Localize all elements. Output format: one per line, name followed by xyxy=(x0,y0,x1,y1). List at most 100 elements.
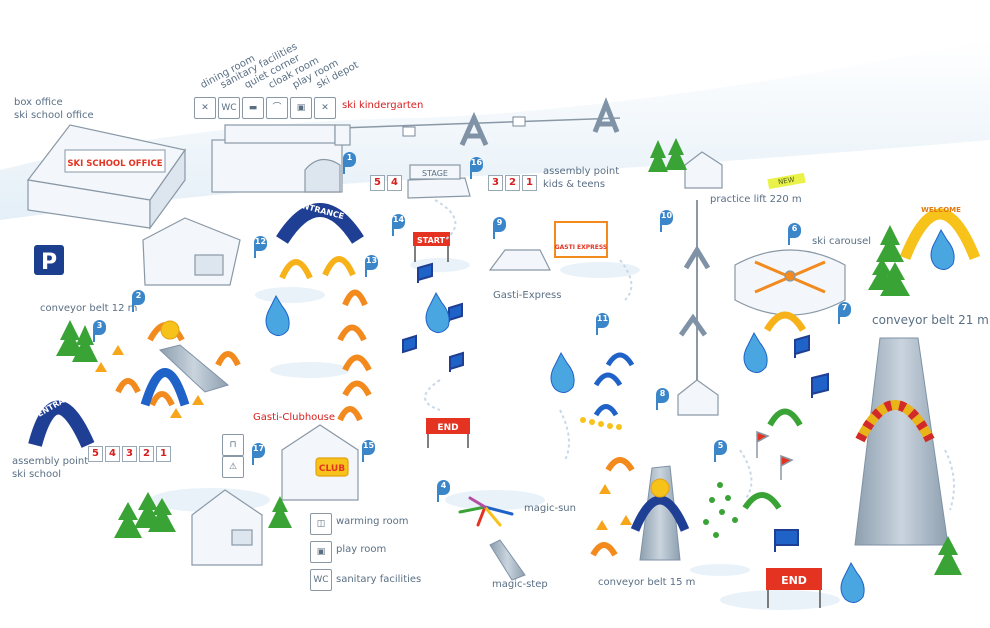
location-pin-13[interactable]: 13 xyxy=(365,255,378,277)
practice-lift-label: practice lift 220 m xyxy=(710,194,802,205)
conveyor-15-arch xyxy=(630,495,690,532)
blue-arch-left xyxy=(140,368,190,407)
location-pin-7[interactable]: 7 xyxy=(838,302,851,324)
gasti-express-wagon xyxy=(554,221,608,258)
conveyor-belt-15 xyxy=(639,465,681,561)
school-number-2: 2 xyxy=(139,446,154,462)
location-pin-3[interactable]: 3 xyxy=(93,320,106,342)
green-arches xyxy=(742,408,803,510)
mascots xyxy=(265,228,955,603)
start-banner-text: START xyxy=(417,236,446,245)
orange-arch-15-bottom xyxy=(590,542,618,557)
lift-pylon-1 xyxy=(683,245,711,270)
red-flags xyxy=(756,430,794,480)
trees xyxy=(56,138,962,575)
legend-play-room: play room xyxy=(336,544,387,555)
yellow-dots xyxy=(580,417,622,430)
conveyor-belt-21 xyxy=(854,337,949,546)
conveyor-belt-15-label: conveyor belt 15 m xyxy=(598,577,696,588)
kindergarten-building xyxy=(211,124,351,193)
kids-number-2: 2 xyxy=(505,175,520,191)
end-banner-middle-text: END xyxy=(437,423,458,433)
stage-sign: STAGE xyxy=(422,169,448,178)
assembly-school-line1: assembly point xyxy=(12,456,89,467)
legend-sanitary-facilities: sanitary facilities xyxy=(336,574,422,585)
warning-icon: ⚠ xyxy=(222,456,244,478)
location-pin-5[interactable]: 5 xyxy=(714,440,727,462)
assembly-school-line2: ski school xyxy=(12,469,62,480)
school-number-1: 1 xyxy=(156,446,171,462)
ski-school-sign: SKI SCHOOL OFFICE xyxy=(67,159,162,169)
ski-school-office-label: ski school office xyxy=(14,110,94,121)
orange-arches xyxy=(115,256,372,422)
welcome-arch xyxy=(899,208,981,261)
location-pin-2[interactable]: 2 xyxy=(132,290,145,312)
lift-pylon-2 xyxy=(678,313,708,337)
gondola-cabin-2 xyxy=(512,116,526,127)
gasti-clubhouse-label: Gasti-Clubhouse xyxy=(253,412,335,423)
club-sign: CLUB xyxy=(319,464,345,474)
gondola-cabin-1 xyxy=(402,126,416,137)
cloak-room-icon: ⌒ xyxy=(266,97,288,119)
gasti-clubhouse-building xyxy=(281,424,359,501)
conveyor-belt-12 xyxy=(158,344,230,393)
magic-sun-label: magic-sun xyxy=(524,503,576,514)
location-pin-15[interactable]: 15 xyxy=(362,440,375,462)
legend-warming-room: warming room xyxy=(336,516,409,527)
snow-mounds xyxy=(150,258,840,610)
orange-arch-15-top xyxy=(605,457,635,472)
end-banner-right-text: END xyxy=(781,574,807,587)
orange-cones xyxy=(95,345,632,530)
house-mid-left xyxy=(142,217,241,286)
practice-lift xyxy=(678,200,711,400)
location-pin-12[interactable]: 12 xyxy=(254,236,267,258)
location-pin-14[interactable]: 14 xyxy=(392,214,405,236)
conveyor-belt-12-label: conveyor belt 12 m xyxy=(40,303,138,314)
kids-number-1: 1 xyxy=(522,175,537,191)
blue-flags xyxy=(402,262,829,552)
parking-sign-bg xyxy=(34,245,64,275)
location-pin-11[interactable]: 11 xyxy=(596,313,609,335)
box-office-label: box office xyxy=(14,97,63,108)
club-sign-board xyxy=(315,457,349,477)
location-pin-6[interactable]: 6 xyxy=(788,223,801,245)
lift-icon: ⊓ xyxy=(222,434,244,456)
assembly-kids-line2: kids & teens xyxy=(543,179,606,190)
conveyor-belt-21-label: conveyor belt 21 m xyxy=(872,313,989,327)
gondola-tower-1 xyxy=(459,111,489,147)
end-gate-right xyxy=(766,568,822,608)
location-pin-4[interactable]: 4 xyxy=(437,480,450,502)
location-pin-17[interactable]: 17 xyxy=(252,443,265,465)
entrance-arch-bottom xyxy=(28,400,95,448)
gondola-line xyxy=(339,97,621,147)
magic-step xyxy=(489,539,526,581)
house-center xyxy=(677,379,719,416)
location-pin-10[interactable]: 10 xyxy=(660,210,673,232)
quiet-corner-icon: ▬ xyxy=(242,97,264,119)
orange-arch-carousel xyxy=(763,311,807,332)
house-practice-lift xyxy=(684,151,723,189)
location-pin-1[interactable]: 1 xyxy=(343,152,356,174)
wc-icon: WC xyxy=(218,97,240,119)
location-pin-8[interactable]: 8 xyxy=(656,388,669,410)
play-room-icon: ▣ xyxy=(290,97,312,119)
green-dots xyxy=(703,482,738,538)
blue-arches xyxy=(593,352,635,417)
ski-carousel xyxy=(734,249,846,316)
welcome-arch-text: WELCOME xyxy=(921,206,961,214)
location-pin-9[interactable]: 9 xyxy=(493,217,506,239)
dining-room-icon: ✕ xyxy=(194,97,216,119)
magic-sun xyxy=(458,496,514,527)
gasti-express-vehicle xyxy=(488,221,608,271)
legend-wc-icon: WC xyxy=(310,569,332,591)
stage-structure xyxy=(407,164,471,199)
kids-number-3: 3 xyxy=(488,175,503,191)
gondola-tower-2 xyxy=(592,97,620,133)
ski-tracks xyxy=(424,199,955,511)
location-pin-16[interactable]: 16 xyxy=(470,157,483,179)
ski-depot-icon: ✕ xyxy=(314,97,336,119)
kids-number-4: 4 xyxy=(387,175,402,191)
sun-mascots xyxy=(160,320,670,498)
end-gate-middle xyxy=(426,418,470,448)
stage-sign-board xyxy=(409,164,461,180)
